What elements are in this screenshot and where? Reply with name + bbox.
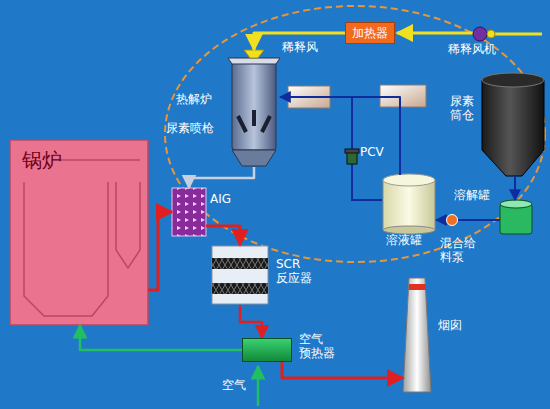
node-label: 溶解罐 bbox=[454, 188, 490, 202]
air-inlet-label: 空气 bbox=[222, 378, 246, 392]
flow-arrow bbox=[189, 167, 254, 188]
node-label: 溶液罐 bbox=[386, 233, 422, 247]
dissolving-tank: 溶解罐 bbox=[500, 200, 532, 236]
node-label: SCR 反应器 bbox=[276, 257, 312, 286]
heater-box: 加热器 bbox=[345, 22, 395, 44]
node-label: 热解炉 bbox=[176, 92, 212, 106]
pump-symbol bbox=[447, 215, 458, 226]
solution-tank: 溶液罐 bbox=[382, 175, 436, 231]
flow-arrow bbox=[514, 176, 516, 200]
aig-grid: AIG bbox=[172, 188, 206, 236]
flow-arrow bbox=[206, 226, 240, 245]
node-label: 锅炉 bbox=[22, 148, 62, 172]
air-label: 稀释风 bbox=[282, 40, 318, 54]
scr-reactor: SCR 反应器 bbox=[210, 245, 270, 305]
node-label: 加热器 bbox=[352, 26, 388, 40]
flow-arrow bbox=[240, 305, 262, 338]
boiler: 锅炉 bbox=[10, 140, 148, 325]
nozzle-label: 尿素喷枪 bbox=[166, 121, 214, 135]
node-label: 烟囱 bbox=[438, 318, 462, 332]
flow-arrow bbox=[282, 362, 403, 378]
node-label: AIG bbox=[210, 192, 231, 206]
flow-arrow bbox=[148, 212, 172, 290]
pyrolysis-furnace: 热解炉 bbox=[228, 50, 280, 167]
chimney: 烟囱 bbox=[403, 278, 431, 392]
node-label: 尿素 筒仓 bbox=[450, 94, 474, 123]
fan-label: 稀释风机 bbox=[448, 42, 496, 56]
pump-label: 混合给 料泵 bbox=[440, 236, 476, 265]
flow-arrow bbox=[436, 219, 500, 221]
air-preheater: 空气 预热器 bbox=[242, 338, 292, 362]
flow-arrow bbox=[280, 97, 400, 175]
flow-arrow bbox=[80, 325, 242, 350]
urea-silo: 尿素 筒仓 bbox=[480, 72, 544, 176]
valve-label: PCV bbox=[360, 145, 384, 159]
node-label: 空气 预热器 bbox=[299, 332, 335, 361]
